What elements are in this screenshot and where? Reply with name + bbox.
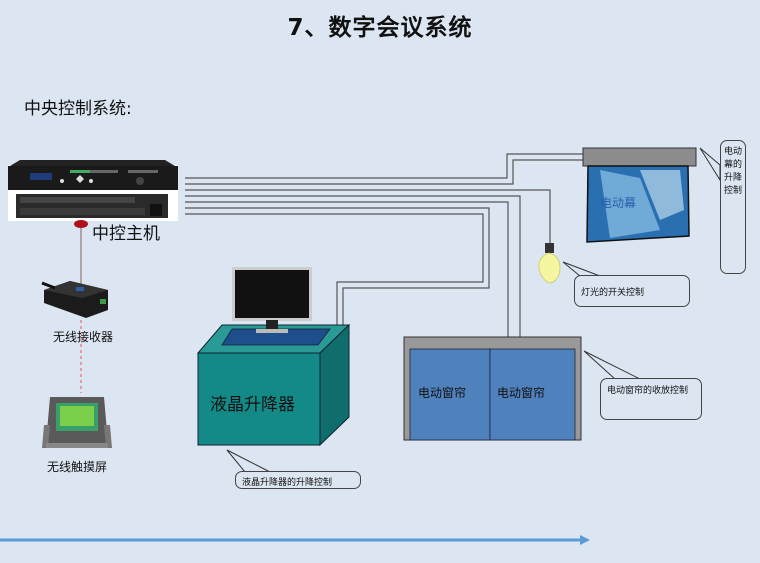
wireless-touchscreen-device [42,397,112,448]
curtain-right-label: 电动窗帘 [497,386,546,400]
monitor-device [232,267,312,333]
callout-lcd-control: 液晶升降器的升降控制 [235,471,361,489]
curtain-left-label: 电动窗帘 [418,386,467,400]
wire-curtain-1 [185,195,521,338]
wire-lift-2 [185,213,484,325]
connection-wires [185,153,583,338]
wire-screen-1 [185,153,583,179]
timeline-arrow [0,535,590,545]
projection-screen-device [582,147,697,243]
connector-dot [74,220,88,228]
wireless-receiver-device [41,281,108,318]
callout-pointers [226,147,721,473]
wire-lift-1 [185,207,490,325]
receiver-label: 无线接收器 [53,330,114,344]
page-title: 7、数字会议系统 [287,15,473,41]
callout-screen-control: 电动幕的升降控制 [720,140,746,274]
touchscreen-label: 无线触摸屏 [47,460,108,474]
wire-curtain-2 [185,201,509,338]
light-bulb-icon [538,243,561,284]
curtain-device [403,336,582,441]
screen-label: 电动幕 [600,196,637,210]
lcd-lift-box [196,323,351,447]
lcd-lift-label: 液晶升降器 [210,395,295,415]
callout-curtain-control: 电动窗帘的收放控制 [600,378,702,420]
wire-screen-2 [185,159,583,185]
section-subtitle: 中央控制系统: [24,99,132,119]
host-label: 中控主机 [92,224,160,244]
wire-light [185,189,551,243]
callout-light-control: 灯光的开关控制 [574,275,690,307]
central-host-device [8,160,178,221]
